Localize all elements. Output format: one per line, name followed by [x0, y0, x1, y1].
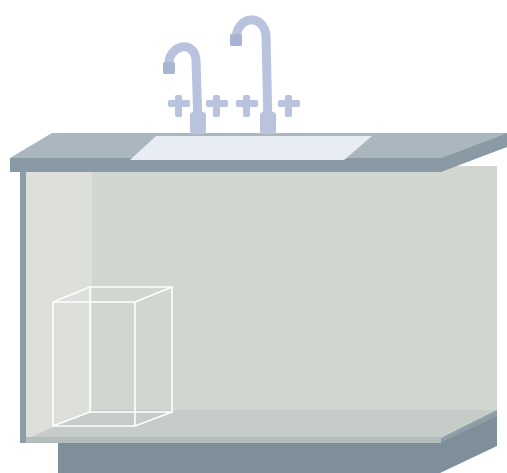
right-faucet [230, 15, 300, 134]
cabinet-floor [24, 410, 497, 440]
left-faucet [163, 42, 228, 134]
wire-box-edge-tr [134, 286, 173, 303]
right-faucet-handle-left [236, 95, 258, 117]
left-faucet-handle-right [206, 95, 228, 117]
right-faucet-nozzle [230, 34, 242, 46]
cabinet-left-panel [24, 166, 92, 440]
left-faucet-nozzle [163, 62, 175, 74]
countertop-front-face [10, 158, 441, 172]
base-plinth [58, 443, 440, 473]
left-faucet-base [190, 112, 206, 134]
plinth [58, 416, 497, 473]
sink-basin [130, 136, 372, 160]
wire-box-edge-tl [52, 286, 91, 303]
cabinet-floor-edge [24, 437, 441, 443]
right-faucet-spout [231, 15, 273, 130]
cabinet-back-panel [24, 166, 497, 440]
left-faucet-spout [164, 42, 203, 130]
cabinet [20, 166, 497, 443]
right-faucet-handle-right [278, 95, 300, 117]
right-faucet-base [260, 112, 276, 134]
wire-box [52, 286, 173, 427]
cabinet-right-edge [441, 410, 497, 443]
wire-box-edge-bl [52, 411, 91, 427]
left-faucet-handle-left [168, 95, 190, 117]
wire-box-edge-br [134, 411, 173, 427]
base-plinth-side [440, 416, 497, 473]
cabinet-left-edge [20, 166, 26, 443]
countertop-side-face [441, 133, 507, 172]
